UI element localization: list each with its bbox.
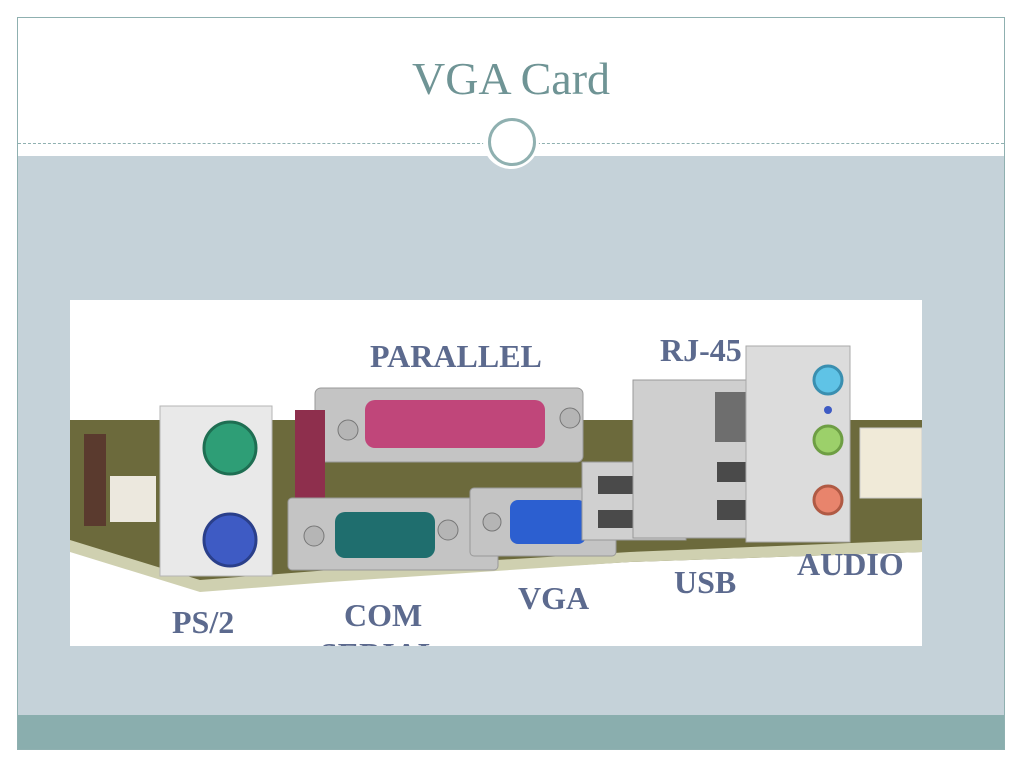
- label-usb: USB: [674, 564, 737, 600]
- motherboard-io-panel-image: PARALLEL RJ-45 PS/2 COM SERIAL VGA USB A…: [70, 300, 922, 646]
- audio-jacks-icon: [745, 345, 851, 543]
- label-com: COM: [344, 597, 423, 633]
- label-audio: AUDIO: [797, 546, 904, 582]
- label-serial: SERIAL: [320, 637, 439, 646]
- slide: VGA Card: [17, 17, 1005, 750]
- slide-title: VGA Card: [411, 53, 611, 104]
- medallion-ring: [488, 118, 536, 166]
- audio-mic: [812, 484, 844, 516]
- footer-accent-bar: [18, 715, 1004, 749]
- divider-medallion-icon: [483, 113, 539, 169]
- ps2-mouse-port: [202, 512, 258, 568]
- label-parallel: PARALLEL: [370, 338, 542, 374]
- audio-line-out: [812, 424, 844, 456]
- com-serial-port-icon: [287, 497, 499, 571]
- ps2-keyboard-port: [202, 420, 258, 476]
- board-connector: [110, 476, 156, 522]
- ps2-ports-icon: [159, 405, 273, 577]
- label-vga: VGA: [518, 580, 590, 616]
- label-rj45: RJ-45: [660, 332, 742, 368]
- audio-line-in: [812, 364, 844, 396]
- io-panel-illustration: [70, 345, 922, 592]
- parallel-port-icon: [314, 387, 584, 463]
- side-connector: [859, 427, 922, 499]
- label-ps2: PS/2: [172, 604, 235, 640]
- capacitor: [84, 434, 106, 526]
